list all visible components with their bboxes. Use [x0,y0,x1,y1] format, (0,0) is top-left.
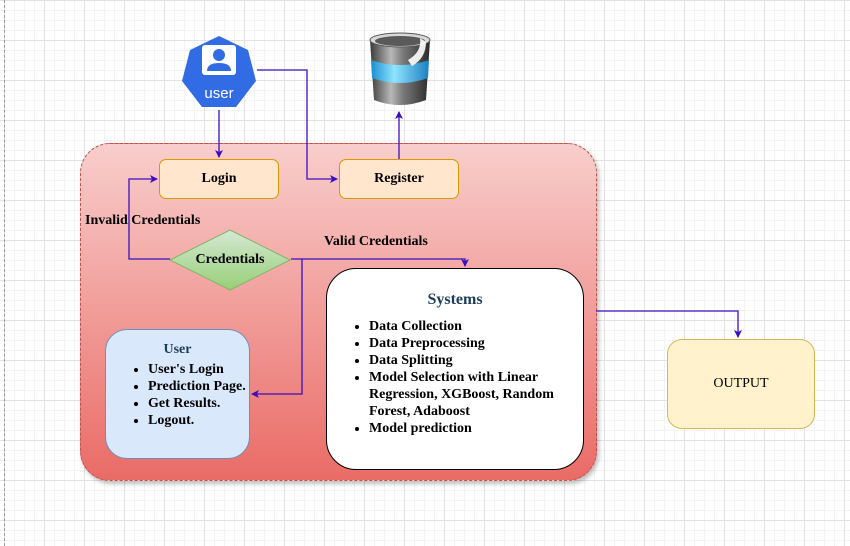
systems-box-title: Systems [427,291,483,308]
edge-systems-to-output [596,310,742,338]
user-features-box[interactable]: User User's Login Prediction Page. Get R… [105,329,250,459]
credentials-label-wrap: Credentials [169,229,291,291]
user-actor[interactable]: user [181,35,257,109]
register-node[interactable]: Register [339,159,459,199]
list-item: Data Collection [369,318,567,335]
valid-credentials-label: Valid Credentials [324,234,428,249]
list-item: Model prediction [369,420,567,437]
user-box-title: User [163,342,192,357]
register-label: Register [374,171,424,186]
credentials-label: Credentials [195,252,265,267]
database-icon [369,32,431,105]
list-item: Prediction Page. [148,378,246,395]
systems-step-list: Data Collection Data Preprocessing Data … [327,318,583,437]
list-item: Logout. [148,412,246,429]
output-label: OUTPUT [713,376,769,391]
login-label: Login [201,171,237,186]
list-item: Get Results. [148,395,246,412]
database[interactable] [360,30,440,110]
list-item: Model Selection with Linear Regression, … [369,369,567,420]
list-item: Data Preprocessing [369,335,567,352]
systems-box[interactable]: Systems Data Collection Data Preprocessi… [326,268,584,470]
output-node[interactable]: OUTPUT [667,339,815,429]
user-hexagon-icon: user [182,36,256,107]
user-icon-label: user [204,85,233,102]
page-boundary [4,0,5,546]
invalid-credentials-label: Invalid Credentials [85,213,201,228]
user-feature-list: User's Login Prediction Page. Get Result… [106,361,246,429]
list-item: Data Splitting [369,352,567,369]
list-item: User's Login [148,361,246,378]
login-node[interactable]: Login [159,159,279,199]
